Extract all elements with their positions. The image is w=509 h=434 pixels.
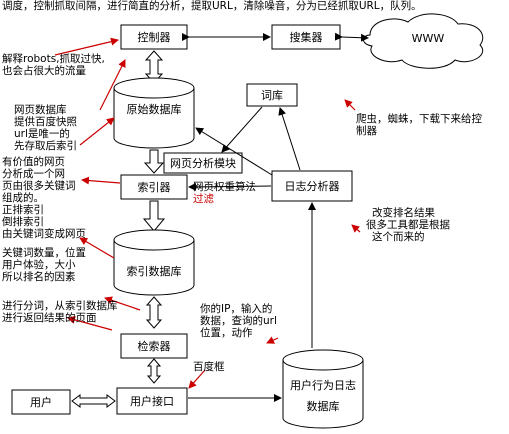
www-cloud: WWW	[363, 13, 484, 69]
index-database-label: 索引数据库	[127, 264, 182, 278]
annotation-web-db: 网页数据库 提供百度快照 url是唯一的 先存取后索引	[14, 103, 80, 152]
raw-database: 原始数据库	[113, 77, 195, 149]
user-ui-arrow	[71, 394, 116, 408]
user-label: 用户	[30, 395, 52, 409]
controller-box: 控制器	[120, 24, 188, 50]
behavior-log-database: 用户行为日志 数据库	[282, 349, 364, 429]
annotation-arrow-searchbox	[188, 369, 206, 389]
annotation-arrow-retrieve-2	[67, 315, 113, 331]
annotation-arrow-top	[99, 59, 126, 111]
annotation-ranking: 改变排名结果 很多工具都是根据 这个而来的	[366, 206, 453, 243]
log-analyzer-box: 日志分析器	[271, 170, 353, 202]
annotation-arrow-userinfo	[266, 336, 279, 344]
log-indexer-arrow	[188, 182, 272, 191]
collector-box: 搜集器	[271, 24, 341, 50]
www-label: WWW	[412, 32, 445, 45]
user-box: 用户	[11, 389, 71, 415]
annotation-retrieve: 进行分词，从索引数据库 进行返回结果的页面	[2, 299, 121, 324]
lexicon-analysis-arrow	[221, 106, 263, 153]
rawdb-indexer-arrow	[143, 149, 165, 174]
annotation-arrow-keywords	[79, 237, 115, 259]
indexer-indexdb-arrow	[142, 200, 166, 232]
top-annotation: 调度，控制抓取间隔，进行简直的分析，提取URL，清除噪音，分为已经抓取URL，队…	[2, 0, 422, 12]
annotation-arrow-webdb	[79, 117, 115, 146]
user-interface-label: 用户接口	[130, 394, 174, 408]
lexicon-box: 词库	[246, 83, 298, 107]
index-database: 索引数据库	[113, 229, 195, 296]
annotation-search-box: 百度框	[193, 360, 225, 373]
annotation-arrow-retrieve-1	[104, 296, 141, 311]
annotation-arrow-crawler	[344, 99, 356, 111]
retriever-ui-arrow	[146, 358, 162, 384]
retriever-label: 检索器	[138, 339, 171, 353]
lexicon-label: 词库	[261, 89, 283, 102]
log-lexicon-arrow	[278, 107, 301, 171]
annotation-arrow-ranking	[351, 224, 361, 233]
collector-www-arrow	[334, 32, 369, 42]
annotation-keywords: 关键词数量，位置 用户体验，大小 所以排名的因素	[2, 246, 89, 283]
annotation-robots: 解释robots,抓取过快, 也会占很大的流量	[2, 52, 108, 77]
annotation-valuable-pages: 有价值的网页 分析成一个网 页由很多关键词 组成的。 正排索引 倒排索引 由关键…	[2, 155, 86, 240]
log-analyzer-label: 日志分析器	[285, 179, 340, 193]
indexer-box: 索引器	[120, 174, 188, 200]
page-analysis-label: 网页分析模块	[170, 156, 236, 170]
annotation-crawler: 爬虫，蜘蛛，下载下来给控 制器	[356, 112, 485, 137]
retriever-box: 检索器	[120, 333, 188, 359]
behavior-db-label-1: 用户行为日志	[290, 378, 356, 392]
annotation-user-info: 你的IP，输入的 数据，查询的url 位置，动作	[200, 302, 280, 339]
annotation-arrow-robots	[54, 37, 119, 56]
annotation-weight: 网页权重算法 过滤	[193, 180, 259, 205]
user-interface-box: 用户接口	[116, 387, 188, 415]
indexdb-retriever-arrow	[145, 296, 163, 329]
raw-database-label: 原始数据库	[127, 102, 182, 116]
annotation-arrow-valuable	[81, 176, 121, 185]
log-rawdb-arrow	[195, 127, 273, 176]
controller-label: 控制器	[138, 30, 171, 44]
behavior-db-label-2: 数据库	[307, 399, 340, 413]
collector-label: 搜集器	[290, 30, 323, 44]
indexer-label: 索引器	[138, 180, 171, 194]
page-analysis-box: 网页分析模块	[163, 152, 243, 174]
